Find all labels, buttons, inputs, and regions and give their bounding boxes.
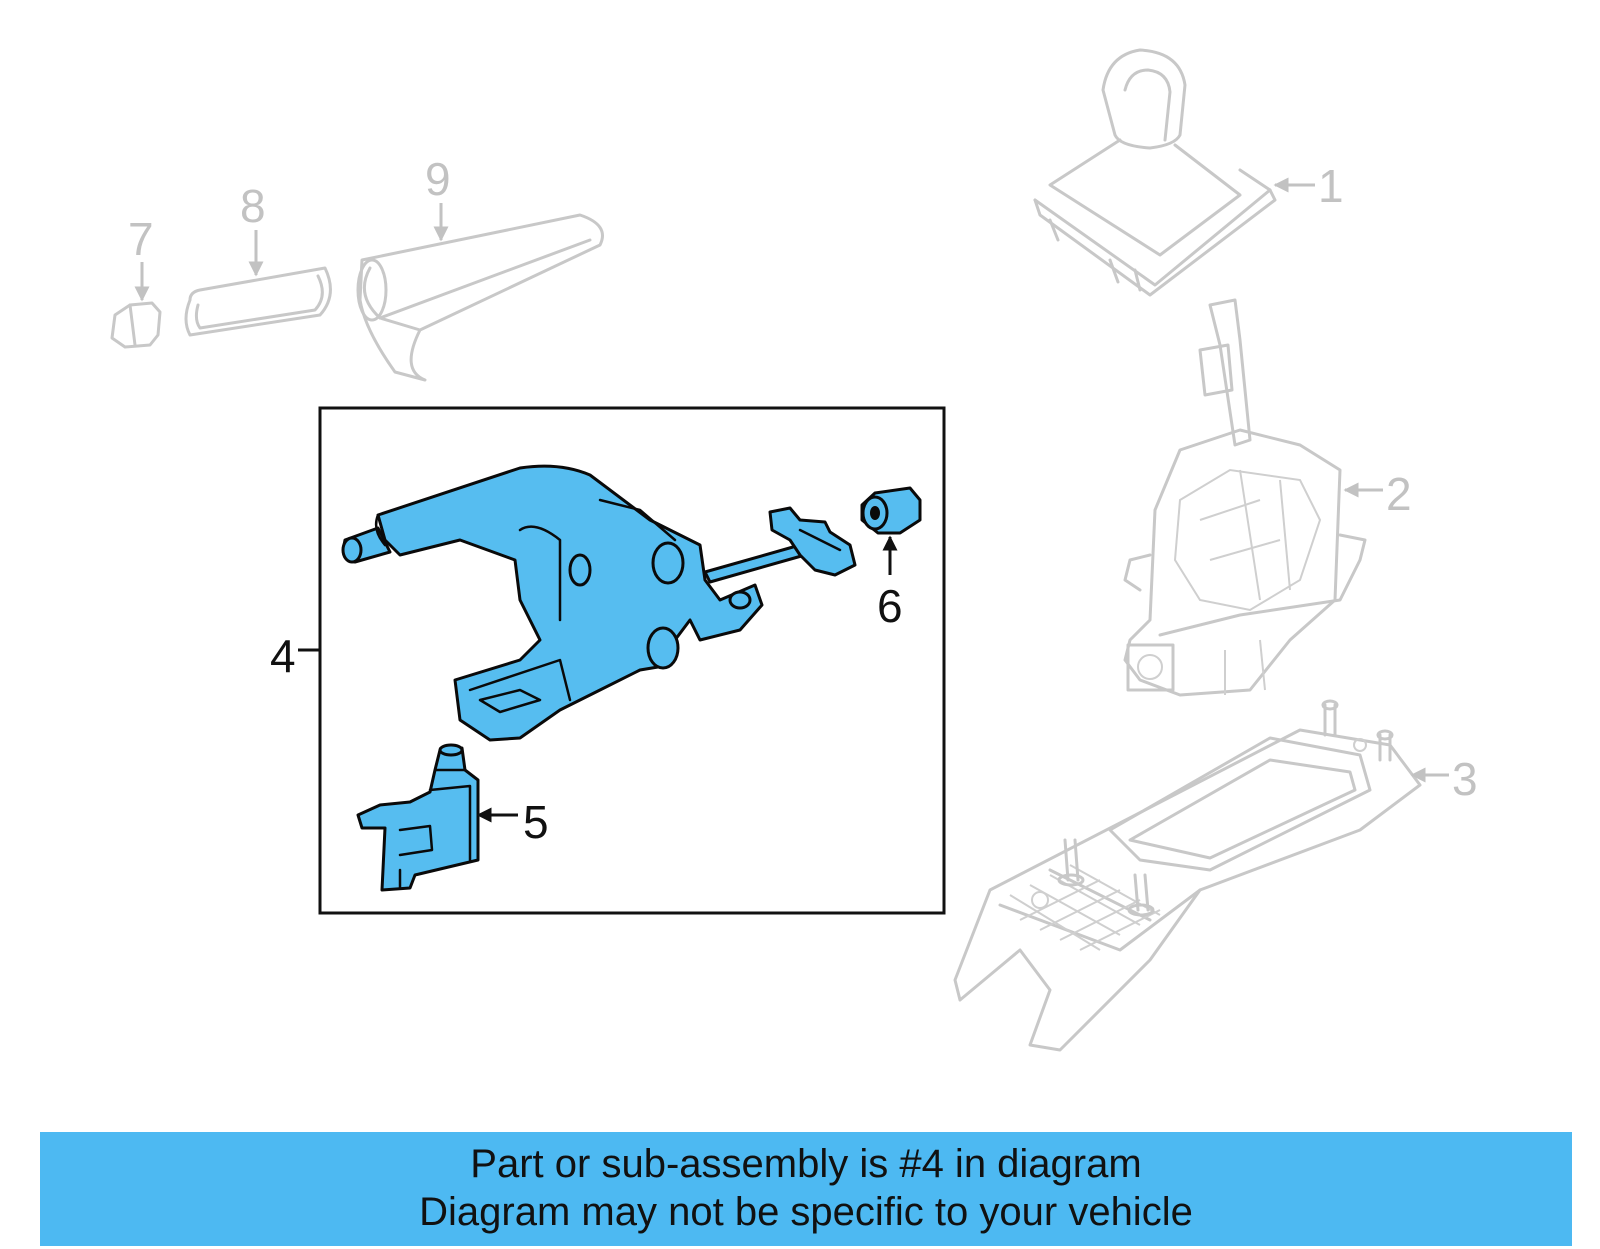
callout-9: 9 [425, 153, 451, 205]
callout-6: 6 [877, 580, 903, 632]
part-4-lever-assembly [341, 464, 857, 742]
callout-1: 1 [1318, 160, 1344, 212]
callout-5: 5 [523, 796, 549, 848]
callout-7: 7 [128, 213, 154, 265]
callout-2: 2 [1386, 468, 1412, 520]
part-9-boot [356, 213, 604, 382]
part-4-callout-box [318, 406, 946, 915]
part-2-shifter-mechanism [1123, 298, 1367, 697]
banner-line-2: Diagram may not be specific to your vehi… [419, 1190, 1193, 1234]
part-5-sensor-bracket [356, 743, 480, 892]
part-1-shift-boot [1033, 48, 1277, 297]
info-banner: Part or sub-assembly is #4 in diagram Di… [40, 1132, 1572, 1246]
callout-4: 4 [270, 630, 296, 682]
part-7-cap [110, 301, 162, 349]
part-6-bushing [860, 486, 922, 535]
callout-3: 3 [1452, 753, 1478, 805]
part-8-grip [184, 266, 332, 337]
banner-line-1: Part or sub-assembly is #4 in diagram [470, 1142, 1142, 1186]
part-3-console [953, 699, 1422, 1052]
callout-8: 8 [240, 180, 266, 232]
